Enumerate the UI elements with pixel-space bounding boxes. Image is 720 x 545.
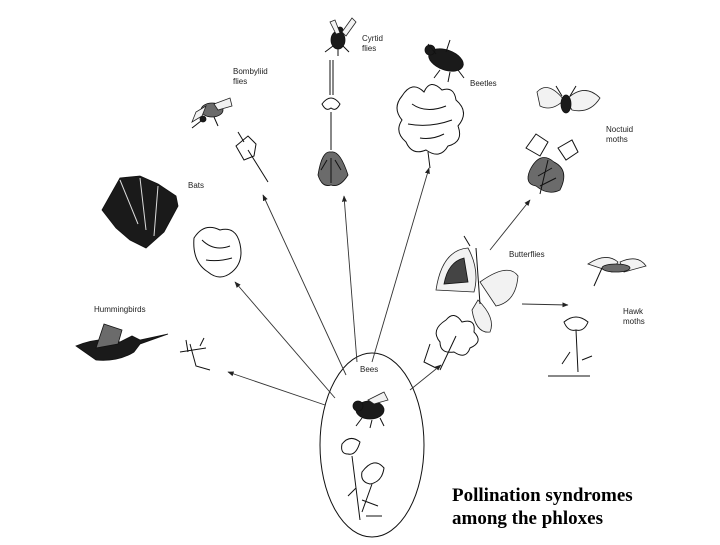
- caption-line1: Pollination syndromes: [452, 485, 633, 506]
- hawk-moth-illustration: [587, 257, 647, 287]
- hummingbird-illustration: [75, 323, 169, 361]
- noctuid-moth-illustration: [536, 85, 601, 114]
- arrow-to-beetles: [371, 167, 430, 363]
- caption-line2: among the phloxes: [452, 508, 603, 529]
- noctuid-label-line2: moths: [606, 135, 628, 144]
- arrow-to-cyrtid: [341, 195, 358, 363]
- hawk-label-line2: moths: [623, 317, 645, 326]
- bombyliid-label-line2: flies: [233, 77, 248, 86]
- cyrtid-label-line1: Cyrtid: [362, 34, 383, 43]
- hummingbirds-label: Hummingbirds: [94, 305, 146, 314]
- cyrtid-label-line2: flies: [362, 44, 377, 53]
- arrow-to-bombyliid: [262, 194, 347, 376]
- caption: Pollination syndromes among the phloxes: [452, 484, 633, 530]
- hawk-flower-illustration: [548, 316, 593, 377]
- butterfly-flower-illustration: [423, 315, 479, 371]
- arrow-to-butterflies: [409, 364, 442, 391]
- butterflies-label: Butterflies: [509, 250, 545, 259]
- hawk-label-line1: Hawk: [623, 307, 644, 316]
- bat-illustration: [101, 175, 179, 249]
- bombyliid-flies-label: Bombyliid flies: [233, 67, 268, 87]
- arrow-to-hummingbirds: [227, 371, 326, 406]
- bombyliid-label-line1: Bombyliid: [233, 67, 268, 76]
- bat-flower-illustration: [193, 226, 242, 278]
- noctuid-label-line1: Noctuid: [606, 125, 634, 134]
- butterfly-illustration: [435, 235, 519, 333]
- noctuid-flower-illustration: [525, 133, 579, 195]
- beetle-illustration: [424, 39, 465, 83]
- noctuid-moths-label: Noctuid moths: [606, 125, 633, 145]
- bats-label: Bats: [188, 181, 205, 190]
- bee-illustration: [352, 391, 389, 429]
- bees-ellipse: [319, 352, 425, 538]
- bee-flower-illustration: [341, 438, 385, 521]
- arrows: [227, 167, 569, 406]
- hawk-moths-label: Hawk moths: [623, 307, 645, 327]
- beetles-label: Beetles: [470, 79, 497, 88]
- bombyliid-fly-illustration: [191, 97, 233, 129]
- arrow-to-bats: [234, 281, 336, 399]
- hummingbird-flower-illustration: [179, 337, 211, 371]
- beetle-flower-illustration: [396, 84, 464, 169]
- bombyliid-flower-illustration: [235, 131, 269, 183]
- bees-label: Bees: [360, 365, 379, 374]
- cyrtid-fly-illustration: [324, 17, 357, 56]
- arrow-butterflies-to-noctuid: [489, 199, 531, 251]
- cyrtid-flower-illustration: [317, 60, 349, 186]
- arrow-butterflies-to-hawk: [521, 302, 569, 308]
- cyrtid-flies-label: Cyrtid flies: [362, 34, 383, 54]
